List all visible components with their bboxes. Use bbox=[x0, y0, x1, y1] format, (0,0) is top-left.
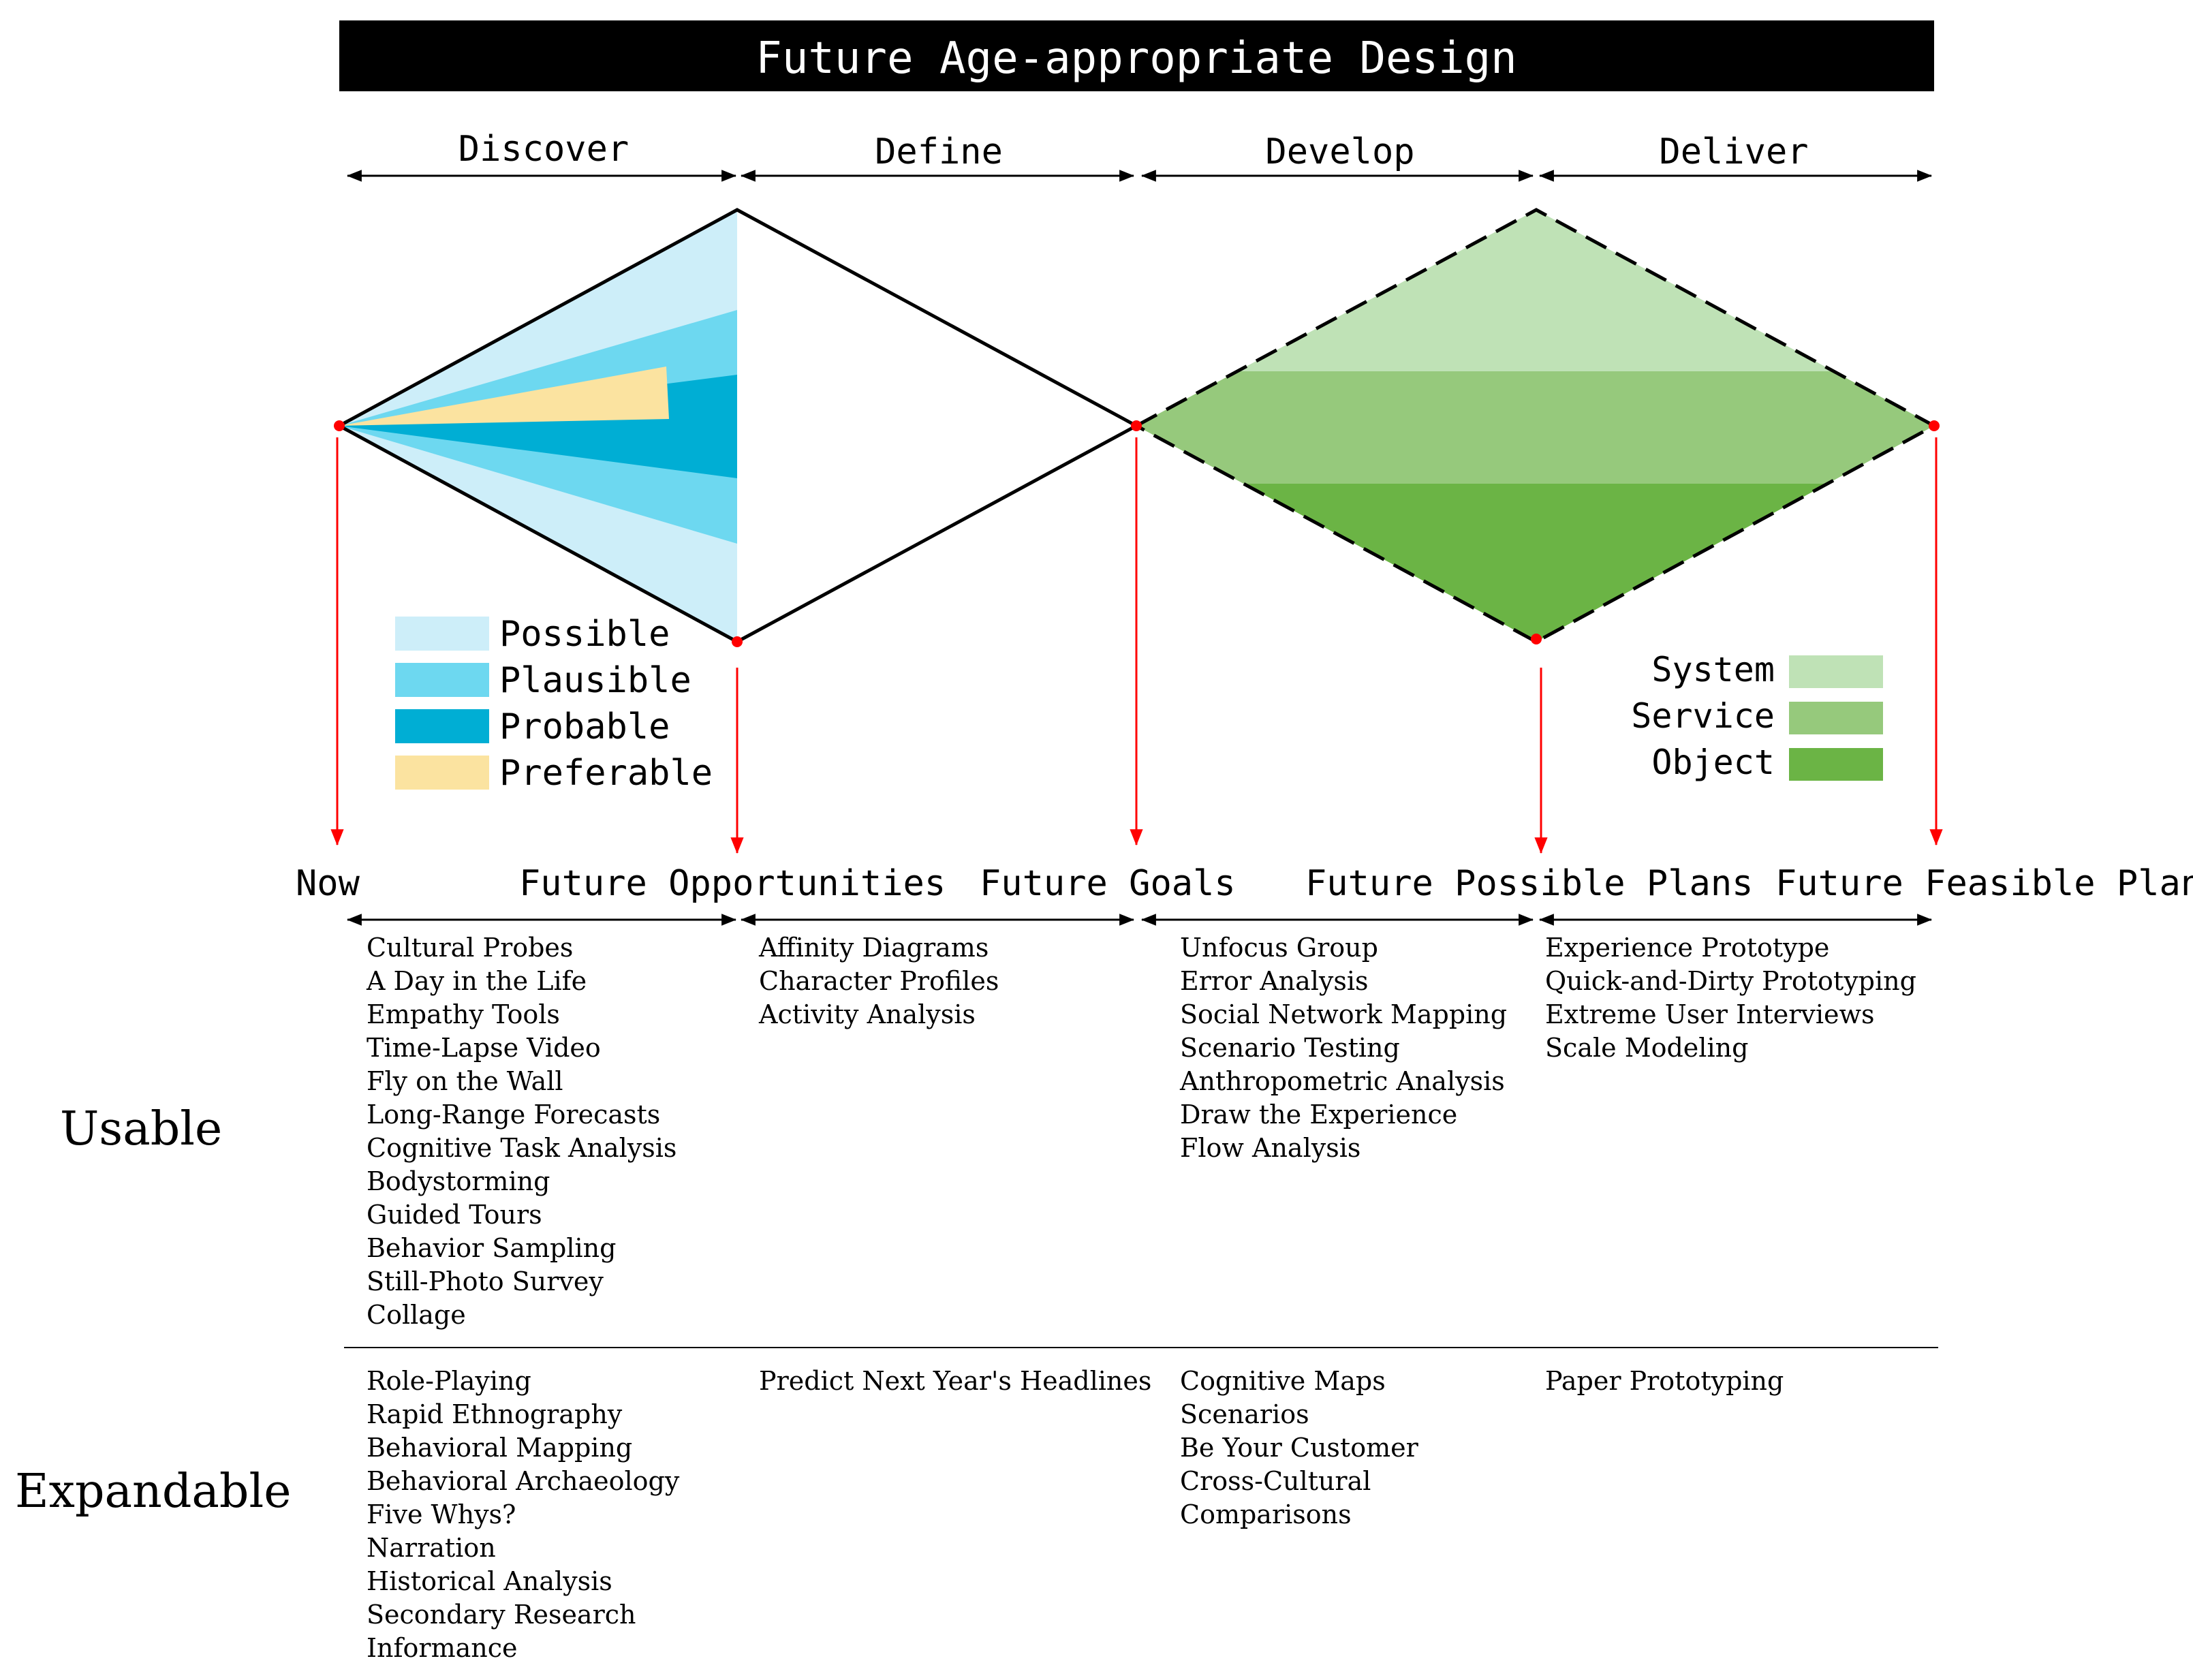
expandable-method-discover: Narration bbox=[367, 1533, 496, 1563]
expandable-method-discover: Five Whys? bbox=[367, 1499, 516, 1529]
usable-method-deliver: Extreme User Interviews bbox=[1545, 999, 1875, 1029]
legend-swatch-possible bbox=[395, 617, 489, 651]
row-label-usable: Usable bbox=[60, 1102, 222, 1156]
usable-method-develop: Flow Analysis bbox=[1180, 1133, 1360, 1163]
phase-label-develop: Develop bbox=[1265, 131, 1414, 172]
usable-method-discover: Still-Photo Survey bbox=[367, 1266, 604, 1296]
legend-label-plausible: Plausible bbox=[499, 660, 691, 701]
expandable-method-discover: Rapid Ethnography bbox=[367, 1399, 623, 1429]
band-object bbox=[1136, 484, 1934, 642]
usable-method-discover: Cognitive Task Analysis bbox=[367, 1133, 676, 1163]
legend-label-service: Service bbox=[1631, 696, 1775, 736]
milestone-dot-now bbox=[334, 420, 345, 431]
expandable-method-develop: Cognitive Maps bbox=[1180, 1366, 1386, 1396]
levels-diamond-fill bbox=[1136, 210, 1934, 642]
expandable-method-develop: Cross-Cultural bbox=[1180, 1466, 1371, 1496]
usable-method-develop: Error Analysis bbox=[1180, 966, 1369, 996]
usable-method-deliver: Quick-and-Dirty Prototyping bbox=[1545, 966, 1916, 996]
usable-method-develop: Unfocus Group bbox=[1180, 933, 1378, 963]
legend-swatch-plausible bbox=[395, 663, 489, 697]
expandable-method-develop: Be Your Customer bbox=[1180, 1433, 1419, 1463]
cone-preferable bbox=[339, 367, 669, 426]
expandable-method-discover: Role-Playing bbox=[367, 1366, 531, 1396]
milestone-dot-possible-plans bbox=[1531, 634, 1542, 644]
phase-label-define: Define bbox=[875, 131, 1003, 172]
usable-method-develop: Scenario Testing bbox=[1180, 1033, 1400, 1063]
usable-method-discover: Empathy Tools bbox=[367, 999, 560, 1029]
legend-label-system: System bbox=[1651, 650, 1775, 689]
expandable-method-discover: Informance bbox=[367, 1633, 518, 1663]
phase-label-discover: Discover bbox=[458, 129, 629, 170]
expandable-method-discover: Behavioral Archaeology bbox=[367, 1466, 680, 1496]
title-bar bbox=[339, 20, 1934, 91]
usable-method-discover: Long-Range Forecasts bbox=[367, 1100, 660, 1130]
usable-method-define: Character Profiles bbox=[759, 966, 999, 996]
milestone-dot-goals bbox=[1131, 420, 1142, 431]
usable-method-discover: Guided Tours bbox=[367, 1200, 542, 1230]
milestone-dot-opportunities bbox=[732, 636, 743, 647]
page-title: Future Age-appropriate Design bbox=[756, 33, 1517, 84]
expandable-method-discover: Behavioral Mapping bbox=[367, 1433, 632, 1463]
legend-label-possible: Possible bbox=[499, 614, 670, 655]
expandable-method-develop: Scenarios bbox=[1180, 1399, 1309, 1429]
futures-legend: Possible Plausible Probable Preferable bbox=[395, 614, 713, 794]
legend-swatch-system bbox=[1789, 655, 1883, 688]
milestone-dot-feasible-plans bbox=[1929, 420, 1940, 431]
milestone-label-opportunities: Future Opportunities bbox=[519, 863, 946, 904]
usable-method-define: Activity Analysis bbox=[758, 999, 976, 1029]
band-service bbox=[1136, 371, 1934, 484]
usable-method-discover: Cultural Probes bbox=[367, 933, 573, 963]
legend-swatch-service bbox=[1789, 702, 1883, 734]
usable-method-deliver: Scale Modeling bbox=[1545, 1033, 1748, 1063]
usable-method-discover: Fly on the Wall bbox=[367, 1066, 563, 1096]
milestone-label-now: Now bbox=[296, 863, 360, 904]
usable-method-discover: Collage bbox=[367, 1300, 466, 1330]
milestone-label-goals: Future Goals bbox=[980, 863, 1236, 904]
usable-method-develop: Anthropometric Analysis bbox=[1179, 1066, 1505, 1096]
milestone-label-possible-plans: Future Possible Plans bbox=[1305, 863, 1753, 904]
legend-label-preferable: Preferable bbox=[499, 753, 713, 794]
usable-method-develop: Social Network Mapping bbox=[1180, 999, 1507, 1029]
expandable-method-discover: Historical Analysis bbox=[367, 1566, 612, 1596]
usable-method-discover: Bodystorming bbox=[367, 1166, 550, 1196]
legend-swatch-preferable bbox=[395, 756, 489, 790]
legend-label-object: Object bbox=[1651, 743, 1775, 782]
expandable-method-deliver: Paper Prototyping bbox=[1545, 1366, 1784, 1396]
expandable-method-define: Predict Next Year's Headlines bbox=[759, 1366, 1151, 1396]
expandable-method-develop: Comparisons bbox=[1180, 1499, 1352, 1529]
milestone-label-feasible-plans: Future Feasible Plans bbox=[1775, 863, 2193, 904]
usable-method-develop: Draw the Experience bbox=[1180, 1100, 1457, 1130]
usable-method-deliver: Experience Prototype bbox=[1545, 933, 1829, 963]
row-label-expandable: Expandable bbox=[15, 1465, 291, 1519]
expandable-method-discover: Secondary Research bbox=[367, 1600, 636, 1630]
legend-swatch-probable bbox=[395, 709, 489, 743]
phase-label-deliver: Deliver bbox=[1659, 131, 1808, 172]
usable-method-discover: A Day in the Life bbox=[366, 966, 587, 996]
levels-legend: System Service Object bbox=[1631, 650, 1883, 782]
legend-swatch-object bbox=[1789, 748, 1883, 781]
band-system bbox=[1136, 210, 1934, 371]
futures-cone bbox=[339, 210, 737, 642]
usable-method-discover: Time-Lapse Video bbox=[367, 1033, 601, 1063]
usable-method-discover: Behavior Sampling bbox=[367, 1233, 616, 1263]
legend-label-probable: Probable bbox=[499, 706, 670, 747]
usable-method-define: Affinity Diagrams bbox=[758, 933, 989, 963]
